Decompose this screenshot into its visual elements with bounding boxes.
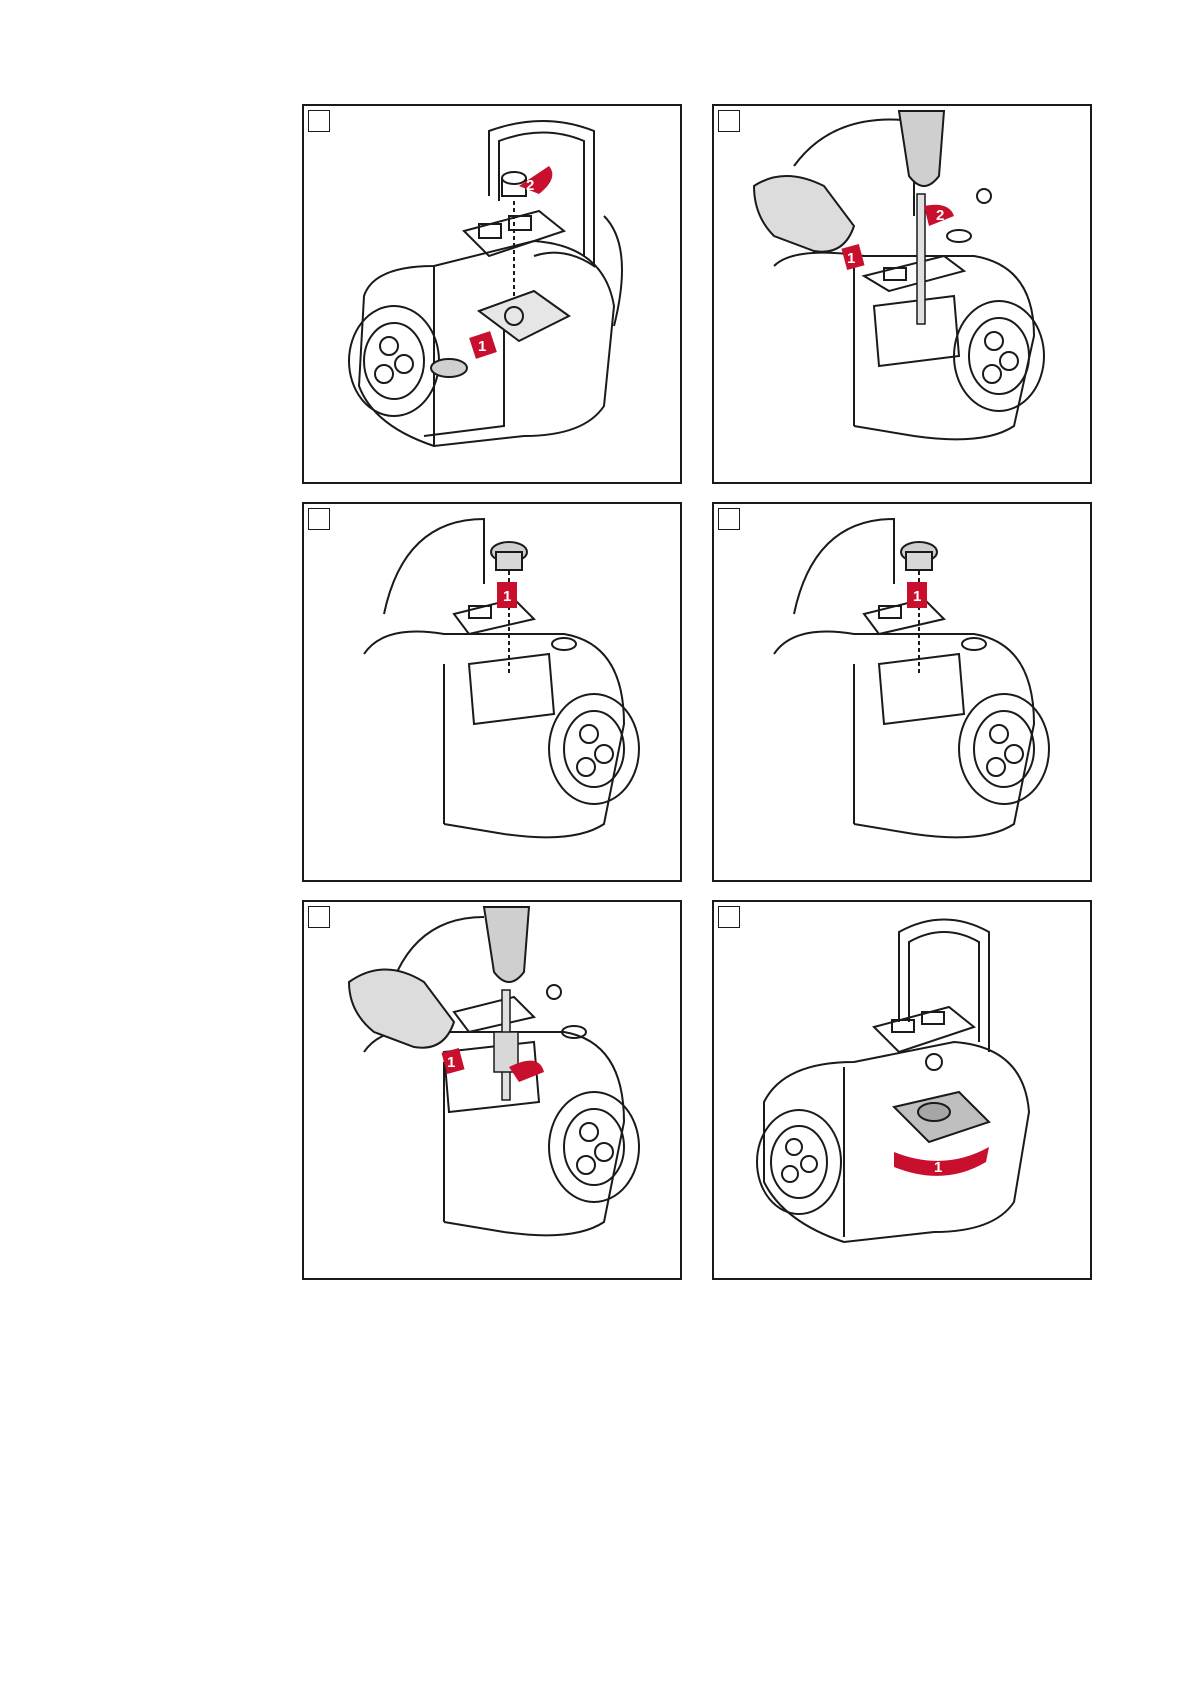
step-panel-3: 1 <box>302 502 682 882</box>
illustration-unit-open-cover: 2 1 <box>304 106 680 482</box>
illustration-nut-removal: 1 <box>714 504 1090 880</box>
illustration-bracket-rotate: 1 <box>714 902 1090 1278</box>
svg-text:1: 1 <box>478 338 486 355</box>
illustration-screwdriver-hand: 1 <box>304 902 680 1278</box>
arrow-1: 1 <box>469 331 497 359</box>
step-panel-2: 1 2 <box>712 104 1092 484</box>
hand-icon <box>349 970 454 1048</box>
arrow-1: 1 <box>441 1048 544 1082</box>
step-panel-4: 1 <box>712 502 1092 882</box>
svg-text:1: 1 <box>847 250 855 267</box>
arrow-2: 2 <box>924 205 954 226</box>
bracket-icon <box>894 1092 989 1142</box>
svg-text:1: 1 <box>934 1159 942 1176</box>
step-panel-6: 1 <box>712 900 1092 1280</box>
arrow-1: 1 <box>497 582 517 608</box>
step-panel-5: 1 <box>302 900 682 1280</box>
svg-text:2: 2 <box>936 207 944 224</box>
arrow-1: 1 <box>841 244 864 270</box>
step-panel-1: 2 1 <box>302 104 682 484</box>
svg-text:2: 2 <box>526 177 534 194</box>
svg-text:1: 1 <box>503 588 511 605</box>
nut-icon <box>901 542 937 570</box>
nut-icon <box>491 542 527 570</box>
svg-text:1: 1 <box>447 1054 455 1071</box>
svg-text:1: 1 <box>913 588 921 605</box>
illustration-screwdriver-hand: 1 2 <box>714 106 1090 482</box>
hand-icon <box>754 176 854 252</box>
illustration-nut-removal: 1 <box>304 504 680 880</box>
arrow-2: 2 <box>519 166 552 194</box>
arrow-1: 1 <box>907 582 927 608</box>
arrow-1: 1 <box>894 1147 989 1176</box>
